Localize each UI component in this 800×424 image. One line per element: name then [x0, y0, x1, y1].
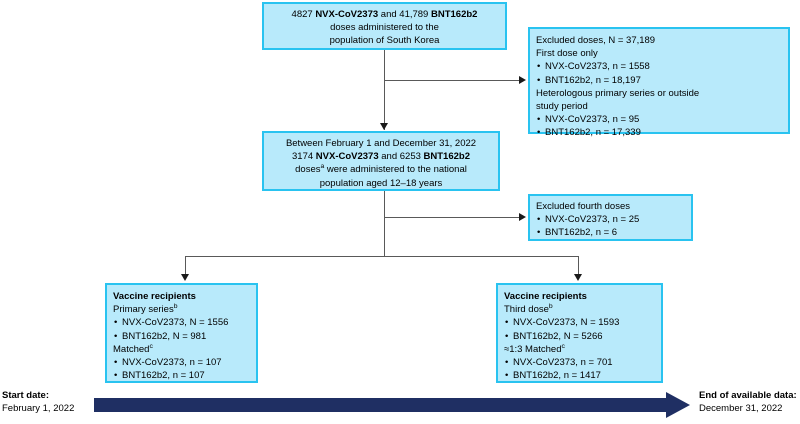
excluded-fourth-nvx: NVX-CoV2373, n = 25 [536, 213, 685, 226]
arrow-to-primary-series [180, 274, 189, 281]
primary-series-matched-label: Matchedc [113, 343, 250, 356]
connector-split-bar [185, 256, 579, 257]
study-period-doses-word: doses [295, 164, 321, 176]
excluded-doses-box: Excluded doses, N = 37,189 First dose on… [528, 27, 790, 140]
excluded-doses-total: Excluded doses, N = 37,189 [536, 35, 656, 46]
primary-series-subtitle-text: Primary series [113, 304, 174, 316]
third-dose-matched-bnt: BNT162b2, n = 1417 [504, 369, 655, 382]
third-dose-matched-label: ≈1:3 Matchedc [504, 343, 655, 356]
excluded-doses-hetero-nvx: NVX-CoV2373, n = 95 [536, 113, 782, 126]
third-dose-subtitle-text: Third dose [504, 304, 549, 316]
connector-split-left [185, 256, 186, 276]
third-dose-bnt: BNT162b2, N = 5266 [504, 330, 655, 343]
primary-series-bnt: BNT162b2, N = 981 [113, 330, 250, 343]
vaccine-recipients-primary-series-box: Vaccine recipients Primary seriesb NVX-C… [105, 283, 258, 383]
primary-series-footnote-c: c [149, 342, 153, 350]
primary-series-nvx: NVX-CoV2373, N = 1556 [113, 316, 250, 329]
total-doses-line-1: 4827 NVX-CoV2373 and 41,789 BNT162b2 [270, 8, 499, 21]
connector-study-to-excluded-fourth [384, 217, 520, 218]
third-dose-subtitle: Third doseb [504, 303, 655, 316]
arrow-to-third-dose [573, 274, 582, 281]
timeline-start-title: Start date: [2, 390, 49, 401]
study-period-nvx-count: 3174 [292, 151, 316, 163]
study-period-box: Between February 1 and December 31, 2022… [262, 131, 500, 191]
study-period-line-3: dosesa were administered to the national [270, 163, 492, 176]
primary-series-title: Vaccine recipients [113, 291, 196, 302]
excluded-fourth-doses-box: Excluded fourth doses NVX-CoV2373, n = 2… [528, 194, 693, 241]
primary-series-matched-bnt: BNT162b2, n = 107 [113, 369, 250, 382]
connector-total-to-study [384, 50, 385, 130]
excluded-doses-first-nvx: NVX-CoV2373, n = 1558 [536, 60, 782, 73]
connector-total-to-excluded [384, 80, 520, 81]
study-period-bnt-name: BNT162b2 [423, 151, 470, 163]
third-dose-title: Vaccine recipients [504, 291, 587, 302]
study-period-footnote-a: a [320, 163, 325, 171]
study-period-population: population aged 12–18 years [319, 177, 443, 189]
excluded-doses-first-dose-label: First dose only [536, 48, 598, 60]
third-dose-matched-nvx: NVX-CoV2373, n = 701 [504, 356, 655, 369]
arrow-to-excluded-fourth [519, 212, 526, 221]
timeline-arrow-head-icon [666, 392, 690, 418]
arrow-to-study-period [379, 123, 388, 130]
primary-series-matched-text: Matched [113, 343, 150, 355]
timeline-end-date: December 31, 2022 [699, 402, 783, 414]
timeline-bar [94, 398, 667, 412]
total-doses-line-3: population of South Korea [329, 35, 440, 47]
excluded-doses-hetero-bnt: BNT162b2, n = 17,339 [536, 126, 782, 139]
total-doses-box: 4827 NVX-CoV2373 and 41,789 BNT162b2 dos… [262, 2, 507, 50]
total-doses-nvx-count: 4827 [291, 9, 316, 20]
excluded-doses-first-bnt: BNT162b2, n = 18,197 [536, 74, 782, 87]
excluded-doses-hetero-label-2: study period [536, 101, 588, 113]
third-dose-nvx: NVX-CoV2373, N = 1593 [504, 316, 655, 329]
study-period-counts: 3174 NVX-CoV2373 and 6253 BNT162b2 [270, 150, 492, 163]
timeline-end-label: End of available data: December 31, 2022 [699, 390, 797, 415]
excluded-doses-hetero-label-1: Heterologous primary series or outside [536, 87, 700, 99]
study-period-bnt-count: and 6253 [378, 151, 424, 163]
third-dose-matched-text: ≈1:3 Matched [504, 343, 562, 355]
third-dose-footnote-b: b [548, 303, 553, 311]
primary-series-subtitle: Primary seriesb [113, 303, 250, 316]
primary-series-matched-nvx: NVX-CoV2373, n = 107 [113, 356, 250, 369]
total-doses-line-2: doses administered to the [330, 22, 439, 34]
arrow-to-excluded-doses [519, 75, 526, 84]
connector-study-down [384, 190, 385, 256]
excluded-fourth-label: Excluded fourth doses [536, 201, 631, 212]
total-doses-bnt-name: BNT162b2 [430, 9, 478, 20]
excluded-fourth-bnt: BNT162b2, n = 6 [536, 226, 685, 239]
study-period-administered: were administered to the national [324, 164, 467, 176]
vaccine-recipients-third-dose-box: Vaccine recipients Third doseb NVX-CoV23… [496, 283, 663, 383]
total-doses-nvx-name: NVX-CoV2373 [315, 9, 379, 20]
study-period-dates: Between February 1 and December 31, 2022 [285, 138, 477, 149]
third-dose-footnote-c: c [561, 342, 565, 350]
connector-split-right [578, 256, 579, 276]
primary-series-footnote-b: b [173, 303, 178, 311]
timeline-start-date: February 1, 2022 [2, 402, 75, 414]
total-doses-bnt-count: and 41,789 [378, 9, 431, 20]
study-period-nvx-name: NVX-CoV2373 [315, 151, 379, 163]
timeline-end-title: End of available data: [699, 390, 797, 401]
timeline-start-label: Start date: February 1, 2022 [2, 390, 74, 415]
